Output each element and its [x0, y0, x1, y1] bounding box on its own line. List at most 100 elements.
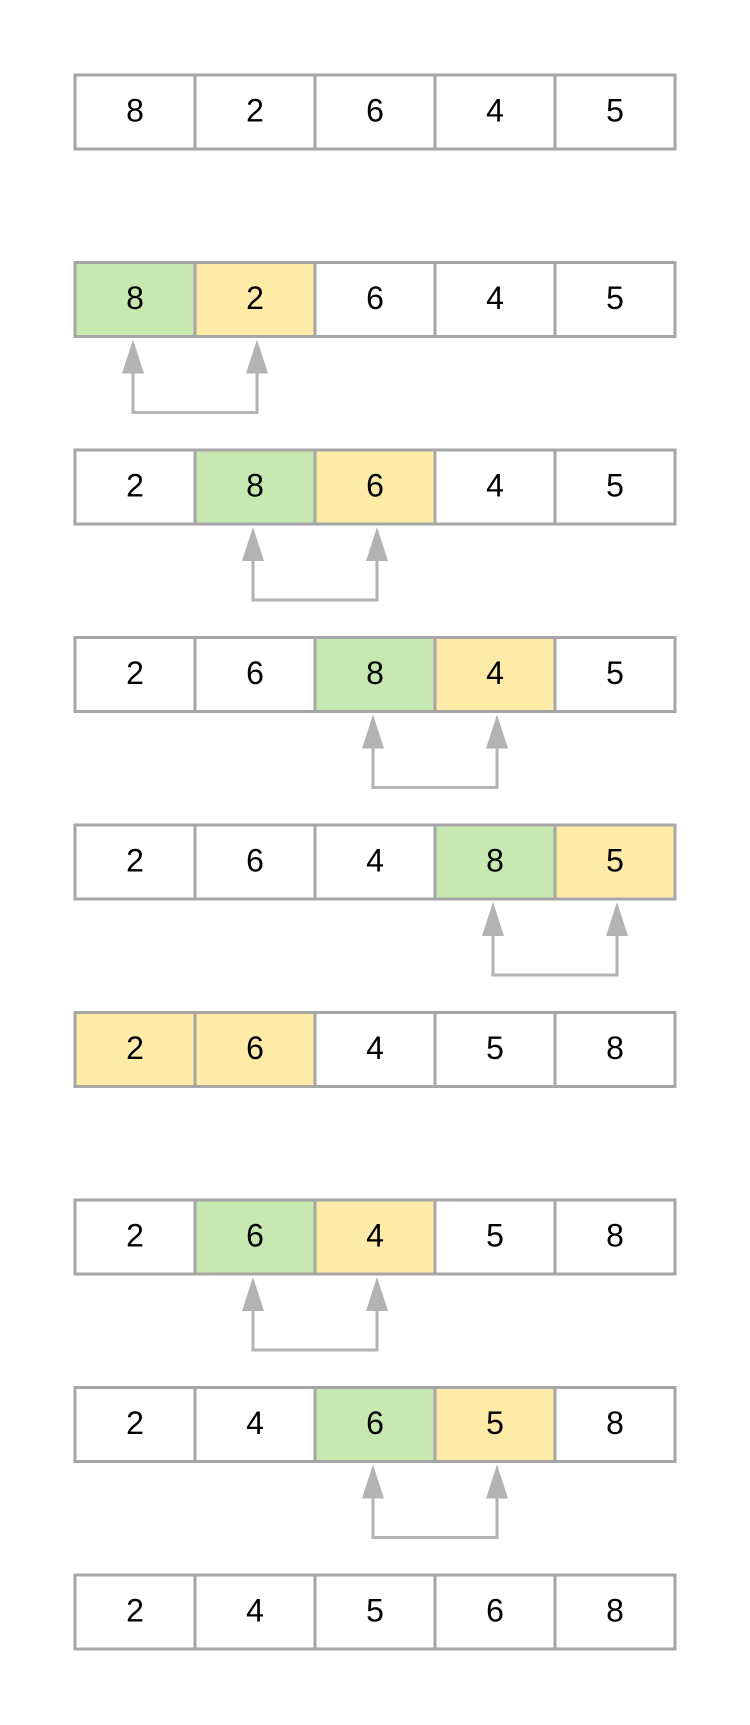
cell-value: 6: [366, 280, 384, 316]
array-cell: 2: [73, 1011, 197, 1088]
swap-arrow-line: [251, 561, 379, 602]
cell-bg: [553, 1011, 677, 1088]
swap-arrow: [122, 339, 268, 414]
array-row-1: 8 2 6 4 5: [73, 73, 677, 151]
arrow-head-left: [242, 527, 264, 561]
cell-bg: [313, 823, 437, 901]
cell-bg: [313, 261, 437, 338]
cell-value: 5: [486, 1405, 504, 1441]
cell-value: 2: [246, 280, 264, 316]
cell-value: 6: [366, 92, 384, 128]
cell-bg: [73, 1198, 197, 1276]
array-cell: 6: [193, 1011, 317, 1088]
array-cell: 8: [73, 261, 197, 338]
cell-bg: [73, 636, 197, 713]
cell-value: 2: [126, 655, 144, 691]
cell-value: 4: [366, 1217, 384, 1253]
cell-value: 6: [366, 1405, 384, 1441]
cell-value: 2: [126, 1592, 144, 1628]
arrow-head-left: [122, 339, 144, 374]
array-cell: 5: [553, 73, 677, 151]
cell-value: 2: [126, 1030, 144, 1066]
array-row-9: 2 4 5 6 8: [73, 1573, 677, 1651]
cell-value: 2: [126, 1217, 144, 1253]
cell-value: 4: [486, 655, 504, 691]
array-cell: 8: [313, 636, 437, 713]
array-row-2: 8 2 6 4 5: [73, 261, 677, 414]
compared-cell-bg: [73, 261, 197, 338]
array-cell: 4: [433, 261, 557, 338]
swap-cell-bg: [193, 1011, 317, 1088]
cell-value: 5: [606, 280, 624, 316]
array-cell: 8: [73, 73, 197, 151]
cell-value: 8: [486, 842, 504, 878]
array-cell: 2: [73, 448, 197, 526]
cell-value: 8: [606, 1030, 624, 1066]
cell-value: 8: [126, 92, 144, 128]
cell-bg: [433, 448, 557, 526]
cell-bg: [553, 1573, 677, 1651]
cell-value: 5: [366, 1592, 384, 1628]
array-cell: 6: [193, 1198, 317, 1276]
cell-bg: [553, 261, 677, 338]
array-cell: 5: [553, 823, 677, 901]
arrow-head-right: [486, 714, 508, 749]
array-cell: 8: [553, 1573, 677, 1651]
cell-bg: [553, 1198, 677, 1276]
cell-value: 8: [606, 1217, 624, 1253]
cell-value: 2: [126, 467, 144, 503]
array-cell: 8: [193, 448, 317, 526]
arrow-head-left: [362, 1464, 384, 1499]
cell-value: 4: [366, 842, 384, 878]
array-cell: 5: [433, 1011, 557, 1088]
cell-bg: [313, 73, 437, 151]
cell-value: 5: [606, 92, 624, 128]
array-cell: 4: [433, 636, 557, 713]
cell-value: 4: [486, 467, 504, 503]
array-cell: 6: [193, 823, 317, 901]
array-cell: 2: [73, 823, 197, 901]
swap-arrow-line: [371, 1498, 499, 1539]
swap-arrow: [362, 714, 508, 789]
array-cell: 4: [313, 823, 437, 901]
array-cell: 8: [553, 1198, 677, 1276]
array-cell: 4: [433, 448, 557, 526]
array-cell: 4: [433, 73, 557, 151]
swap-arrow-line: [131, 373, 259, 414]
swap-arrow-line: [371, 748, 499, 789]
swap-arrow: [362, 1464, 508, 1539]
cell-value: 8: [126, 280, 144, 316]
swap-arrow: [482, 902, 628, 977]
arrow-head-left: [362, 714, 384, 749]
cell-value: 2: [246, 92, 264, 128]
cell-value: 5: [486, 1030, 504, 1066]
array-cell: 6: [433, 1573, 557, 1651]
cell-value: 2: [126, 1405, 144, 1441]
swap-cell-bg: [433, 636, 557, 713]
cell-value: 6: [486, 1592, 504, 1628]
cell-bg: [433, 261, 557, 338]
array-cell: 2: [73, 1386, 197, 1463]
cell-bg: [73, 823, 197, 901]
cell-value: 4: [486, 92, 504, 128]
cell-value: 6: [246, 1030, 264, 1066]
array-cell: 5: [553, 448, 677, 526]
array-cell: 6: [313, 1386, 437, 1463]
array-cell: 5: [553, 261, 677, 338]
cell-bg: [433, 1011, 557, 1088]
swap-cell-bg: [193, 261, 317, 338]
cell-bg: [553, 1386, 677, 1463]
array-cell: 4: [193, 1573, 317, 1651]
cell-bg: [433, 1198, 557, 1276]
arrow-head-right: [366, 527, 388, 561]
swap-arrow: [242, 527, 388, 602]
arrow-head-left: [482, 902, 504, 936]
cell-value: 5: [606, 842, 624, 878]
array-cell: 4: [313, 1198, 437, 1276]
cell-value: 8: [606, 1405, 624, 1441]
